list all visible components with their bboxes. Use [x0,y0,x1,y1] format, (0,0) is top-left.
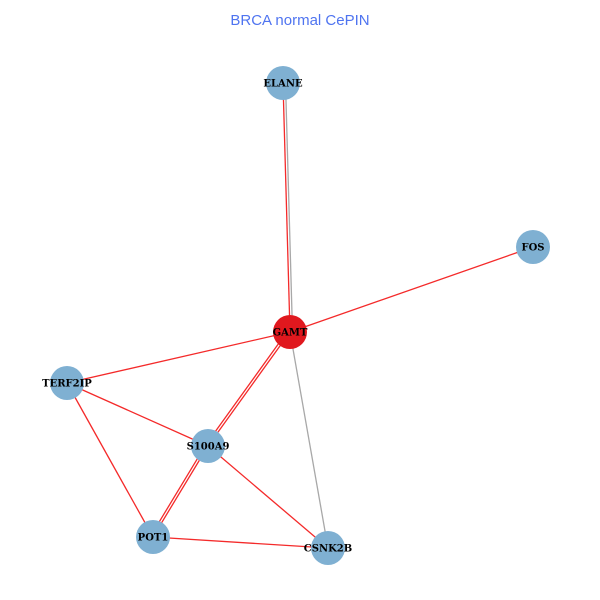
node-label: POT1 [138,533,169,544]
node-gamt[interactable]: GAMT [273,315,308,349]
edge-gamt-csnk2b [289,331,329,549]
node-circle [266,66,300,100]
node-terf2ip[interactable]: TERF2IP [42,366,92,400]
node-circle [136,520,170,554]
node-elane[interactable]: ELANE [263,66,303,100]
node-pot1[interactable]: POT1 [136,520,170,554]
node-s100a9[interactable]: S100A9 [187,429,230,463]
node-circle [516,230,550,264]
node-label: ELANE [263,79,303,90]
edges-layer [66,82,534,549]
edge-terf2ip-pot1 [66,382,154,538]
node-circle [50,366,84,400]
edge-gamt-s100a9 [207,331,291,447]
node-label: CSNK2B [304,544,352,555]
edge-gamt-s100a9 [205,330,289,445]
edge-terf2ip-s100a9 [66,382,209,447]
node-circle [191,429,225,463]
node-circle [311,531,345,565]
node-label: GAMT [273,328,308,339]
node-fos[interactable]: FOS [516,230,550,264]
edge-pot1-csnk2b [152,536,329,549]
figure-title: BRCA normal CePIN [230,12,370,29]
edge-gamt-elane [282,82,291,333]
edge-s100a9-pot1 [152,445,209,538]
edge-gamt-elane [284,82,294,332]
node-label: FOS [521,243,544,254]
edge-s100a9-csnk2b [207,445,329,549]
node-label: TERF2IP [42,379,92,390]
node-csnk2b[interactable]: CSNK2B [304,531,352,565]
edge-gamt-fos [289,246,534,333]
node-label: S100A9 [187,442,230,453]
node-circle [273,315,307,349]
edge-s100a9-pot1 [150,444,207,537]
edge-gamt-terf2ip [66,331,291,384]
